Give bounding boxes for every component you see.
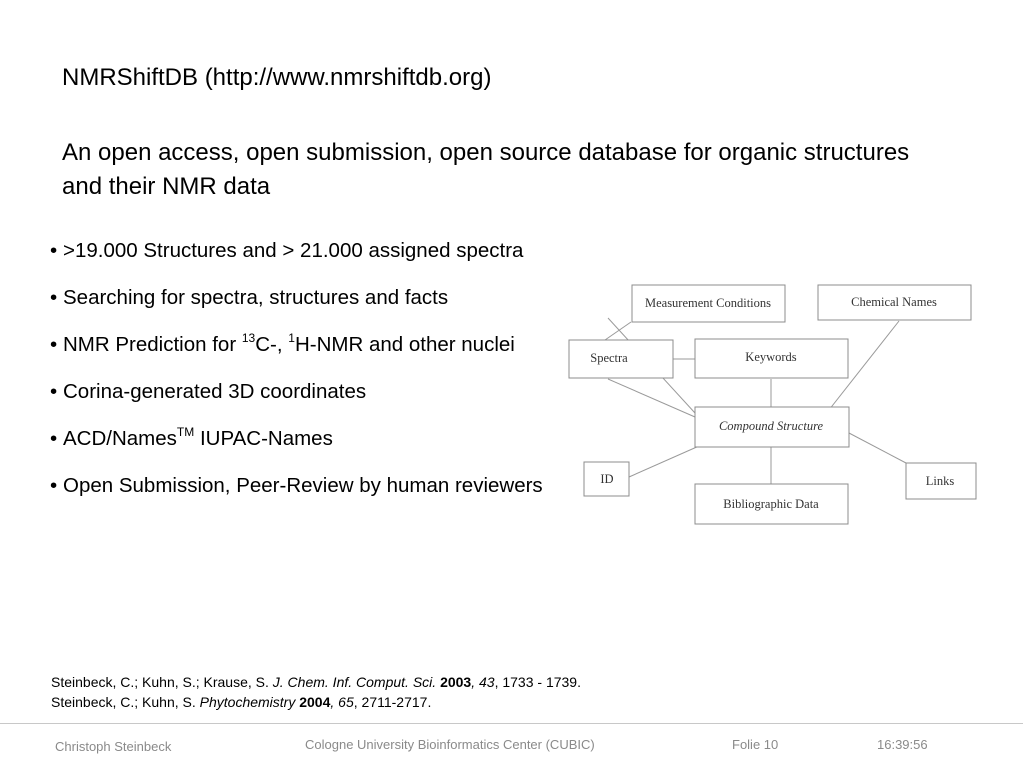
slide-title: NMRShiftDB (http://www.nmrshiftdb.org) xyxy=(62,64,492,91)
bullet-text-post: H-NMR and other nuclei xyxy=(294,333,515,356)
bullet-text-mid: C-, xyxy=(255,333,289,356)
superscript-13: 13 xyxy=(241,331,256,346)
bullet-icon: • xyxy=(50,380,58,403)
node-label-compound-structure: Compound Structure xyxy=(719,419,823,433)
edge-compound-chemical-names xyxy=(824,320,900,416)
node-label-id: ID xyxy=(600,472,613,486)
edge-compound-id xyxy=(628,445,700,478)
footer-slide-number: Folie 10 xyxy=(732,737,779,752)
node-box-compound-structure xyxy=(694,406,850,448)
superscript-tm: TM xyxy=(176,425,195,440)
node-box-chemical-names xyxy=(817,284,972,321)
bullet-item-acd-names: • ACD/NamesTM IUPAC-Names xyxy=(50,424,560,454)
edge-measurement-spectra xyxy=(604,321,632,341)
reference-year: 2004 xyxy=(299,694,331,710)
node-box-id xyxy=(583,461,630,497)
node-label-keywords: Keywords xyxy=(745,350,797,364)
bullet-icon: • xyxy=(50,286,58,309)
slide-subtitle: An open access, open submission, open so… xyxy=(62,139,910,200)
reference-journal: Phytochemistry xyxy=(199,694,296,710)
node-label-chemical-names: Chemical Names xyxy=(851,295,937,309)
bullet-icon: • xyxy=(50,333,58,356)
reference-1: Steinbeck, C.; Kuhn, S.; Krause, S. J. C… xyxy=(51,672,581,692)
node-box-links xyxy=(905,462,977,500)
bullet-text: Open Submission, Peer-Review by human re… xyxy=(63,474,543,497)
node-label-measurement-conditions: Measurement Conditions xyxy=(645,296,771,310)
node-box-spectra xyxy=(568,339,674,379)
superscript-1: 1 xyxy=(288,331,295,346)
reference-pages: , 2711-2717. xyxy=(353,694,432,710)
edge-compound-links xyxy=(848,432,907,464)
bullet-text: Corina-generated 3D coordinates xyxy=(63,380,367,403)
reference-volume: 43 xyxy=(479,674,495,690)
bullet-icon: • xyxy=(50,474,58,497)
bullet-text: Searching for spectra, structures and fa… xyxy=(63,286,449,309)
reference-volume: 65 xyxy=(338,694,354,710)
reference-year: 2003 xyxy=(440,674,472,690)
references: Steinbeck, C.; Kuhn, S.; Krause, S. J. C… xyxy=(51,672,581,712)
bullet-item-corina: • Corina-generated 3D coordinates xyxy=(50,377,560,407)
node-box-keywords xyxy=(694,338,849,379)
bullet-text-pre: NMR Prediction for xyxy=(63,333,242,356)
bullet-icon: • xyxy=(50,239,58,262)
bullet-item-nmr-prediction: • NMR Prediction for 13C-, 1H-NMR and ot… xyxy=(50,330,560,360)
database-schema-diagram: Measurement Conditions Chemical Names Sp… xyxy=(568,284,977,525)
footer-center: Cologne University Bioinformatics Center… xyxy=(305,737,595,752)
reference-authors: Steinbeck, C.; Kuhn, S.; Krause, S. xyxy=(51,674,273,690)
bullet-item-structures: • >19.000 Structures and > 21.000 assign… xyxy=(50,236,560,266)
reference-journal: J. Chem. Inf. Comput. Sci. xyxy=(272,674,437,690)
bullet-item-open-submission: • Open Submission, Peer-Review by human … xyxy=(50,471,560,501)
bullet-text: >19.000 Structures and > 21.000 assigned… xyxy=(63,239,524,262)
edge-compound-spectra xyxy=(607,378,696,418)
reference-separator: , xyxy=(471,674,476,690)
node-label-links: Links xyxy=(926,474,955,488)
node-box-bibliographic-data xyxy=(694,483,849,525)
reference-pages: , 1733 - 1739. xyxy=(494,674,581,690)
node-label-bibliographic-data: Bibliographic Data xyxy=(723,497,819,511)
footer-divider xyxy=(0,723,1023,724)
reference-authors: Steinbeck, C.; Kuhn, S. xyxy=(51,694,200,710)
reference-separator: , xyxy=(330,694,335,710)
bullet-text-post: IUPAC-Names xyxy=(194,427,333,450)
footer-time: 16:39:56 xyxy=(877,737,928,752)
bullet-text-pre: ACD/Names xyxy=(63,427,177,450)
bullet-icon: • xyxy=(50,427,58,450)
node-box-measurement-conditions xyxy=(631,284,786,323)
node-label-spectra: Spectra xyxy=(590,351,628,365)
footer-author: Christoph Steinbeck xyxy=(55,739,172,754)
bullet-item-searching: • Searching for spectra, structures and … xyxy=(50,283,560,313)
reference-2: Steinbeck, C.; Kuhn, S. Phytochemistry 2… xyxy=(51,692,581,712)
bullet-list: • >19.000 Structures and > 21.000 assign… xyxy=(50,236,560,518)
